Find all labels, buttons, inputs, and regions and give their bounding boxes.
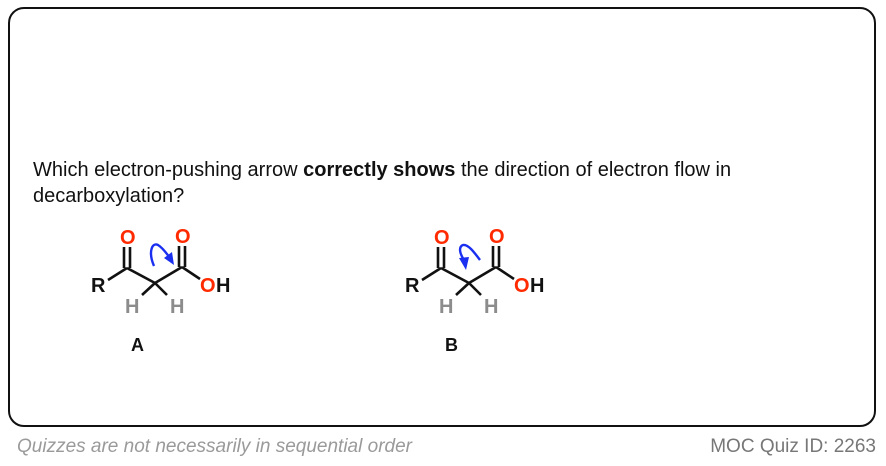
arrowhead-icon [459, 257, 469, 270]
atom-hydrogen: H [484, 296, 498, 318]
atom-hydrogen: H [170, 296, 184, 318]
quiz-id: MOC Quiz ID: 2263 [710, 436, 876, 457]
atom-hydrogen: H [125, 296, 139, 318]
atom-r: R [91, 275, 106, 297]
question-emphasis: correctly shows [303, 159, 456, 181]
atom-r: R [405, 275, 420, 297]
atom-oxygen: O [489, 226, 505, 248]
option-a-structure[interactable]: R O O O H H H A [91, 226, 230, 355]
option-label-b: B [445, 335, 458, 355]
atom-oxygen: O [120, 227, 136, 249]
atom-oxygen: O [514, 275, 530, 297]
atom-hydrogen: H [530, 275, 544, 297]
quiz-card [8, 7, 876, 427]
bonds [421, 246, 515, 296]
atom-oxygen: O [175, 226, 191, 248]
question-part: Which electron-pushing arrow [33, 159, 304, 181]
arrowhead-icon [164, 252, 174, 265]
bonds [107, 246, 201, 296]
electron-arrow [458, 243, 481, 261]
option-b-structure[interactable]: R O O O H H H B [405, 226, 544, 355]
electron-arrow [149, 243, 171, 267]
atom-hydrogen: H [216, 275, 230, 297]
option-label-a: A [131, 335, 144, 355]
question-text: Which electron-pushing arrow correctly s… [33, 157, 833, 209]
atom-oxygen: O [434, 227, 450, 249]
footer-note: Quizzes are not necessarily in sequentia… [17, 436, 412, 457]
question-part: the direction of electron flow in decarb… [33, 159, 732, 207]
atom-hydrogen: H [439, 296, 453, 318]
atom-oxygen: O [200, 275, 216, 297]
